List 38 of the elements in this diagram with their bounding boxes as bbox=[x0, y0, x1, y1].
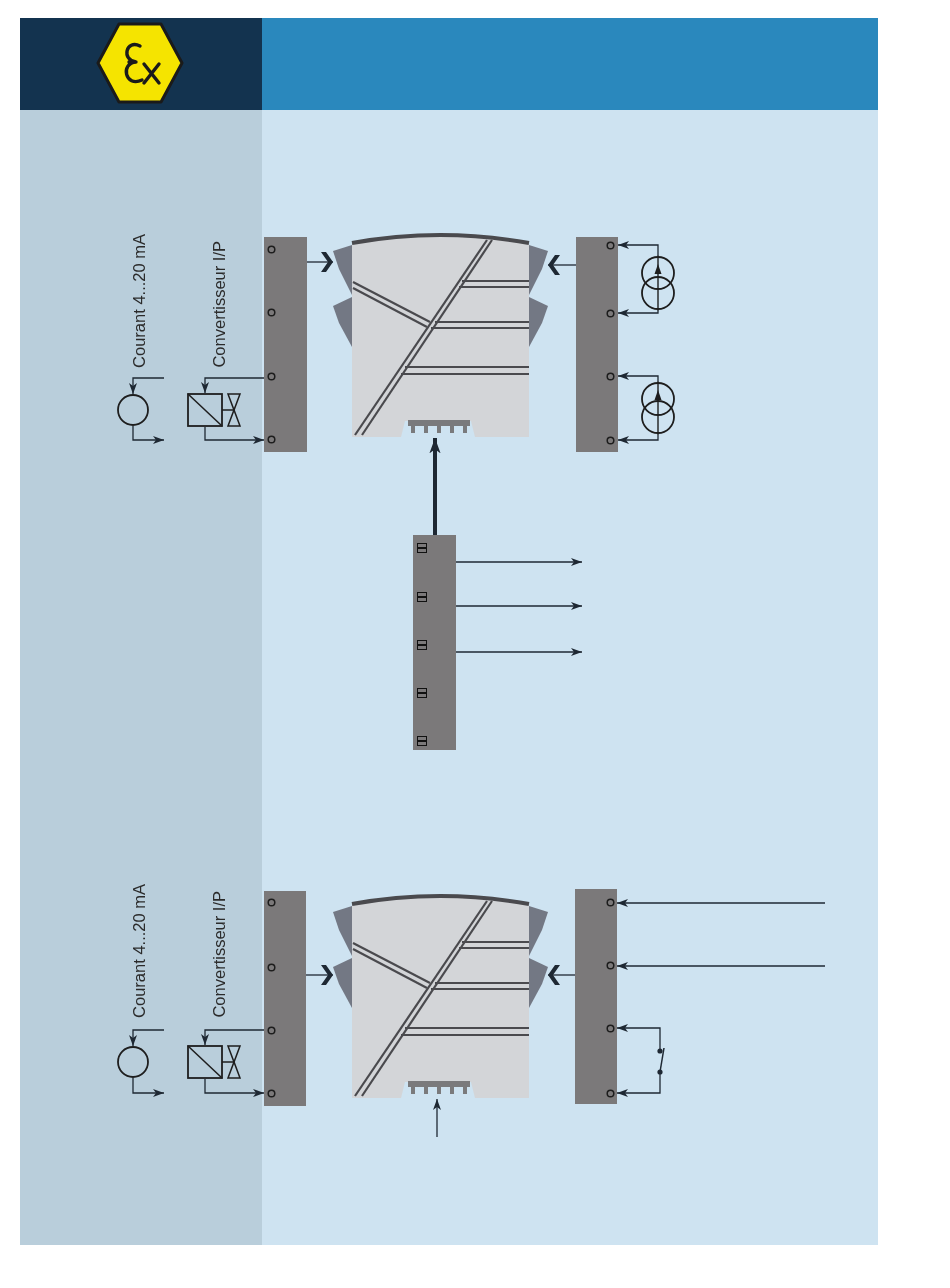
bus-connector-bar bbox=[413, 535, 456, 750]
arrow bbox=[201, 377, 265, 394]
terminal-block bbox=[264, 237, 307, 452]
arrow bbox=[455, 558, 583, 566]
arrow bbox=[201, 1029, 265, 1046]
current-source-symbol bbox=[117, 1046, 149, 1078]
current-source-symbol bbox=[117, 394, 149, 426]
arrow bbox=[204, 1078, 265, 1097]
arrow bbox=[455, 648, 583, 656]
device-label: Convertisseur I/P bbox=[211, 241, 228, 368]
arrow bbox=[617, 372, 659, 382]
arrow bbox=[617, 434, 659, 444]
arrow bbox=[617, 309, 659, 317]
device-label: Courant 4...20 mA bbox=[131, 234, 148, 368]
terminal-block bbox=[575, 889, 617, 1104]
arrow bbox=[429, 438, 441, 535]
arrow bbox=[617, 241, 659, 256]
converter-valve-symbol bbox=[186, 393, 242, 427]
arrow bbox=[132, 1077, 165, 1097]
isolator-module-drawing bbox=[333, 231, 548, 438]
arrow bbox=[433, 1098, 441, 1138]
arrow bbox=[132, 425, 165, 444]
arrow bbox=[616, 899, 826, 907]
arrow bbox=[616, 1024, 661, 1046]
terminal-block bbox=[264, 891, 306, 1106]
arrow bbox=[616, 962, 826, 970]
device-label: Convertisseur I/P bbox=[211, 891, 228, 1018]
arrow bbox=[129, 377, 165, 395]
arrow bbox=[129, 1029, 165, 1047]
device-label: Courant 4...20 mA bbox=[131, 884, 148, 1018]
terminal-block bbox=[576, 237, 618, 452]
arrow bbox=[204, 426, 265, 444]
converter-valve-symbol bbox=[186, 1045, 242, 1079]
isolator-module-drawing bbox=[333, 892, 548, 1099]
current-source-symbol bbox=[641, 255, 675, 311]
arrow bbox=[616, 1078, 661, 1097]
arrow bbox=[455, 602, 583, 610]
current-source-symbol bbox=[641, 381, 675, 435]
